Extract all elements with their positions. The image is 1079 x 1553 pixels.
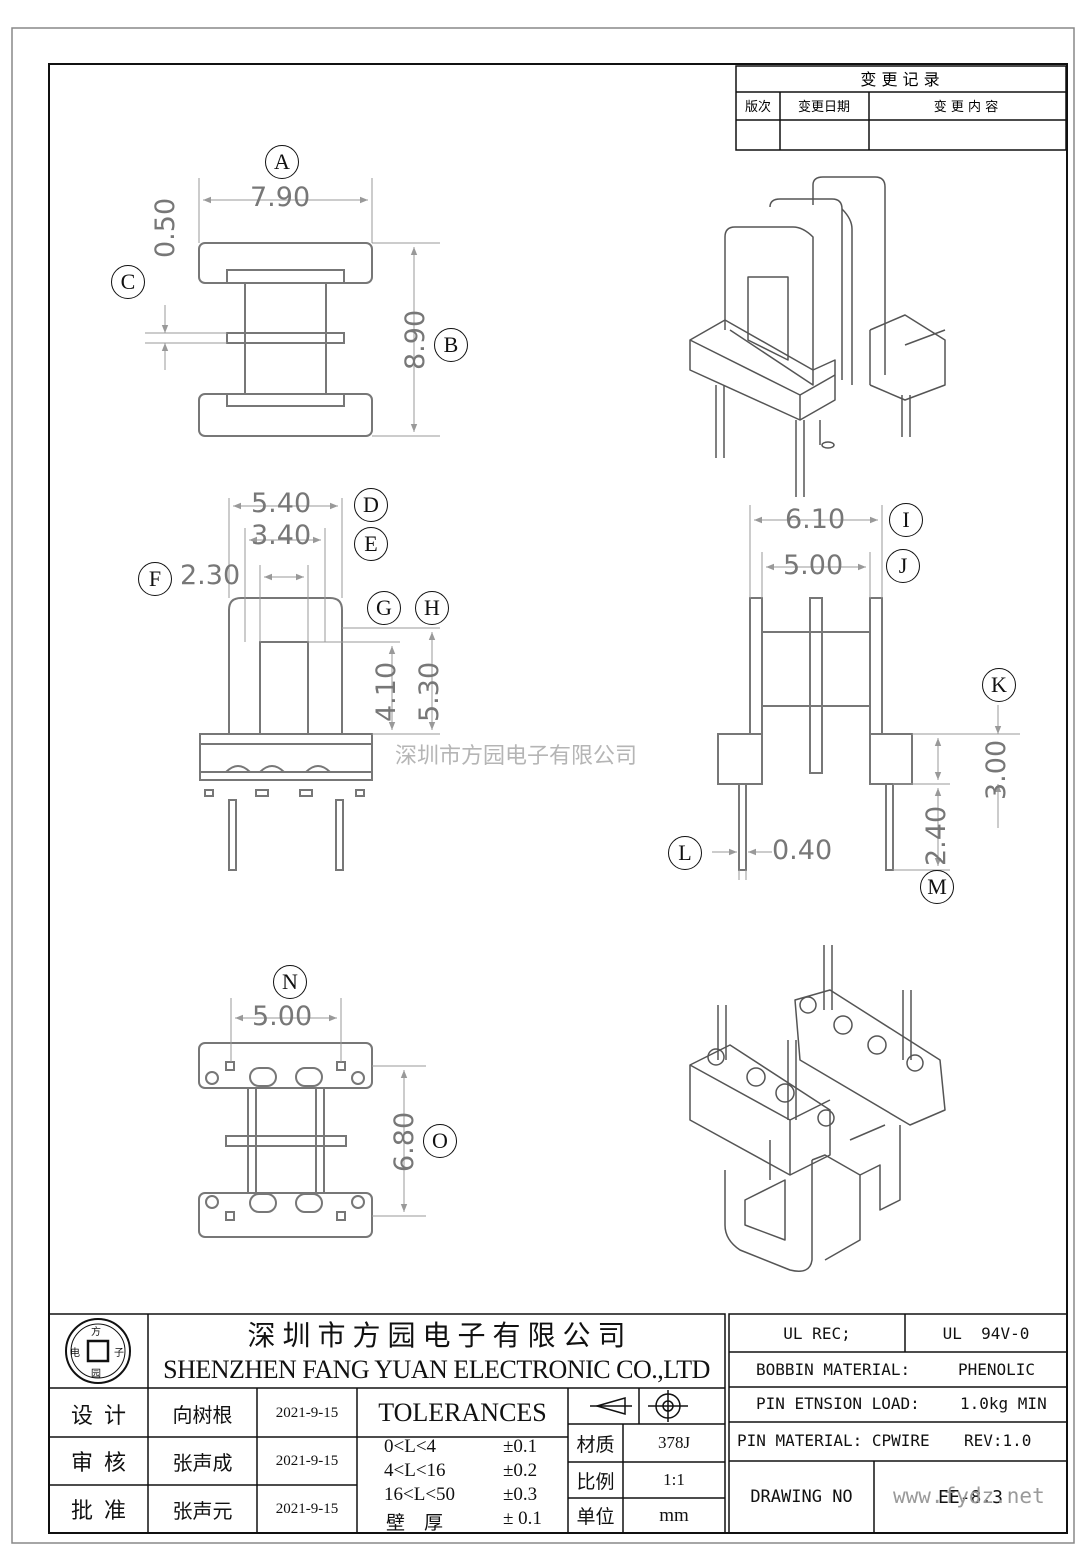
logo-char-left: 电 xyxy=(70,1348,80,1359)
dim-label-K: K xyxy=(982,668,1016,702)
isometric-view-bottom xyxy=(689,945,946,1272)
tolerance-range-3: 16<L<50 xyxy=(384,1484,456,1505)
tolerance-value-3: ±0.3 xyxy=(503,1484,538,1505)
dim-label-G: G xyxy=(367,591,401,625)
dim-value-F: 2.30 xyxy=(180,560,241,591)
dim-value-N: 5.00 xyxy=(252,1001,313,1032)
dim-label-A: A xyxy=(265,145,301,181)
ul-rec-label: UL REC; xyxy=(783,1323,851,1343)
tolerance-value-1: ±0.1 xyxy=(503,1436,538,1457)
dim-value-G: 4.10 xyxy=(371,661,402,722)
bobbin-material-label: BOBBIN MATERIAL: xyxy=(756,1360,911,1379)
role-label-approve: 批 准 xyxy=(70,1498,126,1523)
pin-load-value: 1.0kg MIN xyxy=(960,1394,1047,1413)
role-date-approve: 2021-9-15 xyxy=(275,1500,339,1517)
logo-char-right: 子 xyxy=(114,1348,124,1359)
revision-col-date: 变更日期 xyxy=(798,99,850,115)
tolerance-value-2: ±0.2 xyxy=(503,1460,538,1481)
dim-label-I: I xyxy=(889,503,923,537)
tolerance-range-2: 4<L<16 xyxy=(384,1460,446,1481)
tolerances-title: TOLERANCES xyxy=(378,1398,547,1427)
bottom-view-bottom-left xyxy=(198,1042,373,1238)
dim-lines-view2 xyxy=(228,498,440,735)
revision-col-version: 版次 xyxy=(745,99,771,115)
pin-load-label: PIN ETNSION LOAD: xyxy=(756,1394,920,1413)
inner-border xyxy=(48,63,1068,1534)
title-block-grid xyxy=(48,1313,1068,1534)
side-view-middle-right xyxy=(717,597,913,871)
dim-value-J: 5.00 xyxy=(783,550,844,581)
unit-value: mm xyxy=(659,1504,689,1526)
website-watermark: www.fydz.net xyxy=(893,1484,1045,1508)
drawing-no-label: DRAWING NO xyxy=(750,1487,853,1507)
dim-label-E: E xyxy=(354,527,388,561)
pin-material-label: PIN MATERIAL: CPWIRE xyxy=(737,1431,930,1450)
company-logo-icon xyxy=(65,1318,131,1384)
unit-label: 单位 xyxy=(576,1507,615,1528)
company-name-en: SHENZHEN FANG YUAN ELECTRONIC CO.,LTD xyxy=(163,1355,710,1384)
dim-lines-view1 xyxy=(145,178,440,437)
material-value: 378J xyxy=(657,1433,691,1452)
revision-table xyxy=(735,65,1067,151)
outer-border xyxy=(11,27,1075,1544)
role-name-design: 向树根 xyxy=(172,1405,233,1427)
revision-title: 变 更 记 录 xyxy=(860,70,939,89)
isometric-view-top xyxy=(689,176,946,497)
revision-number: REV:1.0 xyxy=(964,1431,1032,1450)
dim-value-C: 0.50 xyxy=(150,197,181,258)
dim-label-F: F xyxy=(138,562,172,596)
dim-value-E: 3.40 xyxy=(251,520,312,551)
revision-col-content: 变 更 内 容 xyxy=(934,99,998,115)
ul-rec-value: UL 94V-0 xyxy=(942,1323,1030,1343)
dim-label-J: J xyxy=(886,549,920,583)
dim-value-A: 7.90 xyxy=(250,182,311,213)
dim-value-I: 6.10 xyxy=(785,504,846,535)
logo-char-bottom: 园 xyxy=(91,1369,101,1380)
role-label-review: 审 核 xyxy=(70,1450,126,1475)
dim-value-K: 3.00 xyxy=(981,739,1012,800)
watermark-text: 深圳市方园电子有限公司 xyxy=(395,744,638,769)
dim-value-H: 5.30 xyxy=(414,661,445,722)
dim-value-L: 0.40 xyxy=(772,835,833,866)
dim-label-D: D xyxy=(354,488,388,522)
company-name-cn: 深 圳 市 方 园 电 子 有 限 公 司 xyxy=(247,1321,626,1352)
tolerance-range-1: 0<L<4 xyxy=(384,1436,437,1457)
drawing-no-value: EE-8.3 xyxy=(937,1486,1004,1508)
bobbin-material-value: PHENOLIC xyxy=(958,1360,1036,1379)
dim-lines-view3 xyxy=(712,505,1020,880)
tolerance-value-4: ± 0.1 xyxy=(503,1508,542,1529)
front-view-middle-left xyxy=(199,597,373,871)
dim-label-C: C xyxy=(111,265,145,299)
role-label-design: 设 计 xyxy=(70,1402,126,1428)
role-date-design: 2021-9-15 xyxy=(275,1405,339,1421)
material-label: 材质 xyxy=(576,1434,615,1456)
dim-lines-view4 xyxy=(230,998,426,1217)
projection-symbol-icon xyxy=(590,1390,688,1422)
dim-label-L: L xyxy=(668,836,702,870)
scale-label: 比例 xyxy=(576,1471,615,1493)
dim-value-B: 8.90 xyxy=(400,309,431,370)
role-date-review: 2021-9-15 xyxy=(275,1452,339,1469)
dim-value-M: 2.40 xyxy=(921,805,952,866)
dim-label-H: H xyxy=(415,591,449,625)
dim-label-N: N xyxy=(273,965,307,999)
dim-value-O: 6.80 xyxy=(389,1111,420,1172)
dim-label-O: O xyxy=(423,1124,457,1158)
role-name-approve: 张声元 xyxy=(172,1500,233,1523)
dim-value-D: 5.40 xyxy=(251,488,312,519)
role-name-review: 张声成 xyxy=(172,1452,233,1475)
scale-value: 1:1 xyxy=(663,1470,685,1489)
dim-label-B: B xyxy=(434,328,468,362)
tolerance-range-4: 壁 厚 xyxy=(386,1513,444,1534)
side-view-top-left xyxy=(198,242,373,437)
dim-label-M: M xyxy=(920,870,954,904)
logo-char-top: 方 xyxy=(91,1327,101,1338)
